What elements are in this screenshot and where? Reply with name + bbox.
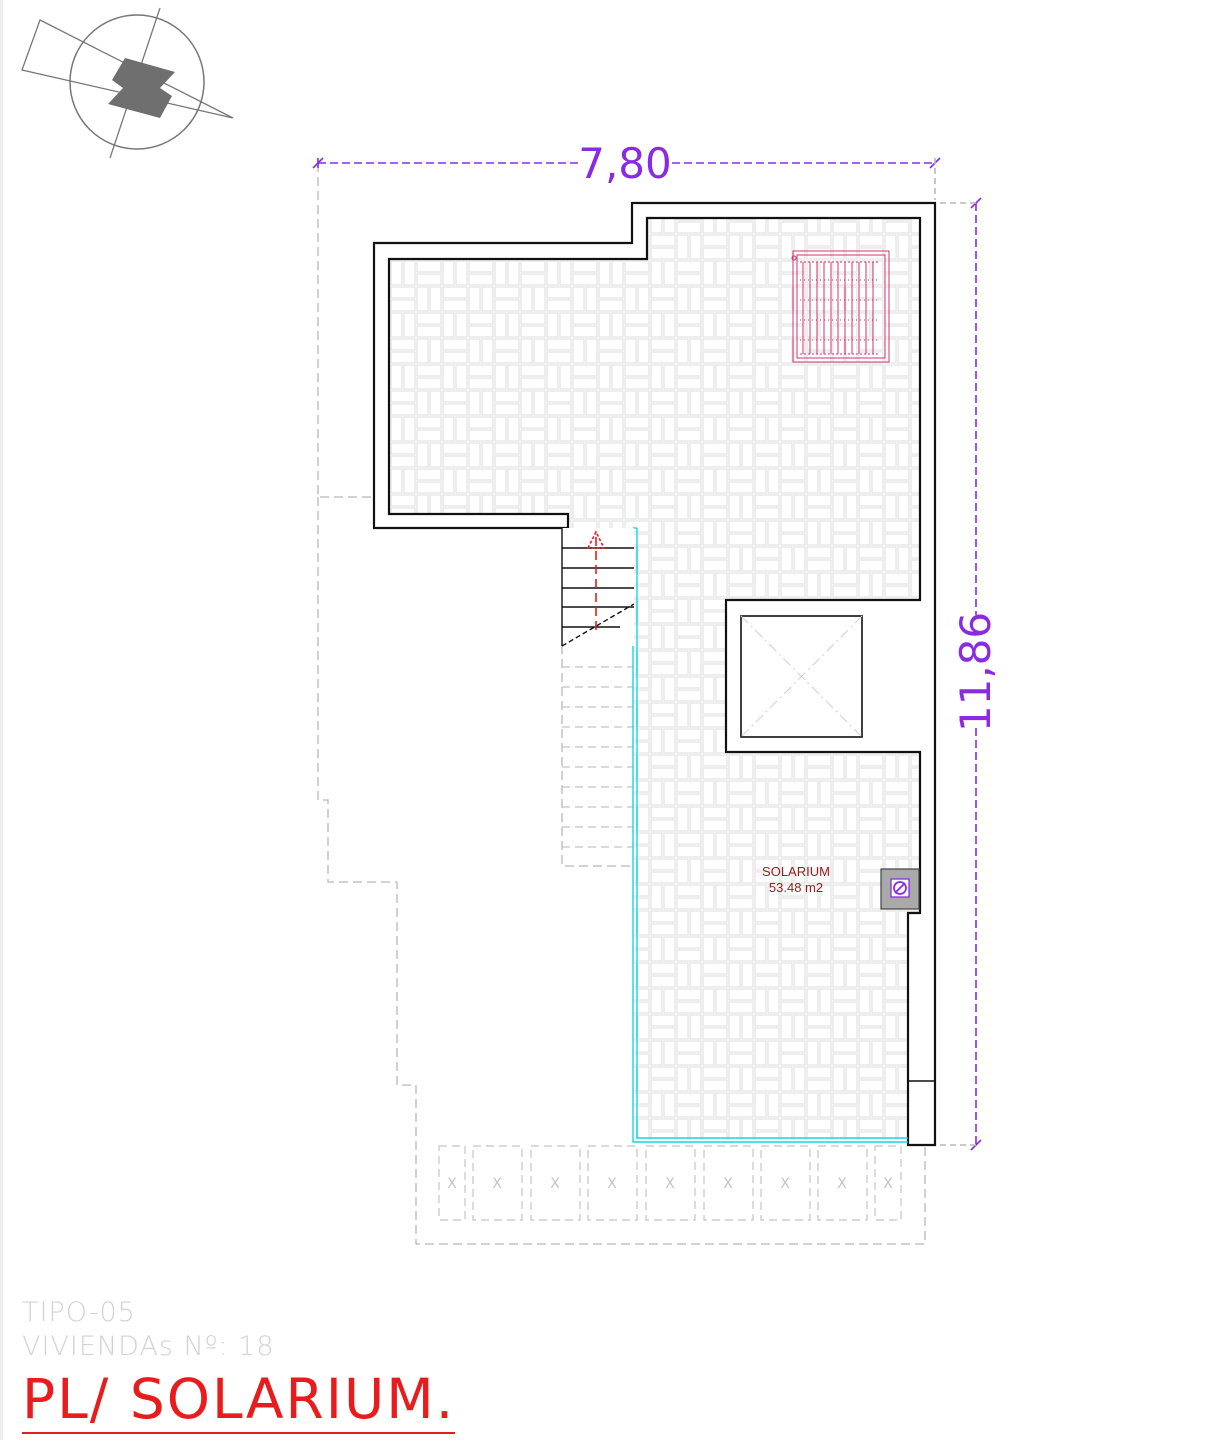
floor-plan: X X X X X X X X X xyxy=(21,7,1000,1245)
svg-text:X: X xyxy=(723,1176,733,1192)
height-dimension-line xyxy=(940,197,982,1151)
svg-text:X: X xyxy=(780,1176,790,1192)
skylight-void xyxy=(740,615,863,738)
sheet-left-border xyxy=(0,0,3,1440)
title-underline xyxy=(22,1432,455,1434)
plan-title: PL/ SOLARIUM. xyxy=(22,1367,456,1431)
svg-text:X: X xyxy=(883,1176,893,1192)
lower-stair-treads xyxy=(562,666,634,848)
drain-icon xyxy=(880,868,920,910)
room-area: 53.48 m2 xyxy=(769,880,823,895)
up-arrow-icon xyxy=(586,530,606,630)
svg-text:X: X xyxy=(492,1176,502,1192)
units-label: VIVIENDAs Nº: 18 xyxy=(22,1331,275,1362)
north-arrow-icon xyxy=(21,7,234,159)
svg-text:X: X xyxy=(550,1176,560,1192)
svg-text:X: X xyxy=(665,1176,675,1192)
lower-floor-outline xyxy=(317,163,926,1245)
width-dimension: 7,80 xyxy=(578,139,672,188)
svg-text:X: X xyxy=(837,1176,847,1192)
svg-text:X: X xyxy=(607,1176,617,1192)
stair xyxy=(561,528,635,647)
lower-pergola-marks: X X X X X X X X X xyxy=(447,1176,893,1192)
solar-panel xyxy=(791,250,890,363)
svg-text:X: X xyxy=(447,1176,457,1192)
lower-pergola xyxy=(438,1145,902,1221)
height-dimension: 11,86 xyxy=(951,612,1000,732)
title-block: TIPO-05 VIVIENDAs Nº: 18 PL/ SOLARIUM. xyxy=(22,1296,455,1432)
solarium-floor xyxy=(389,218,920,1140)
room-name: SOLARIUM xyxy=(762,864,830,879)
width-dimension-line xyxy=(312,157,941,200)
type-label: TIPO-05 xyxy=(22,1297,136,1328)
